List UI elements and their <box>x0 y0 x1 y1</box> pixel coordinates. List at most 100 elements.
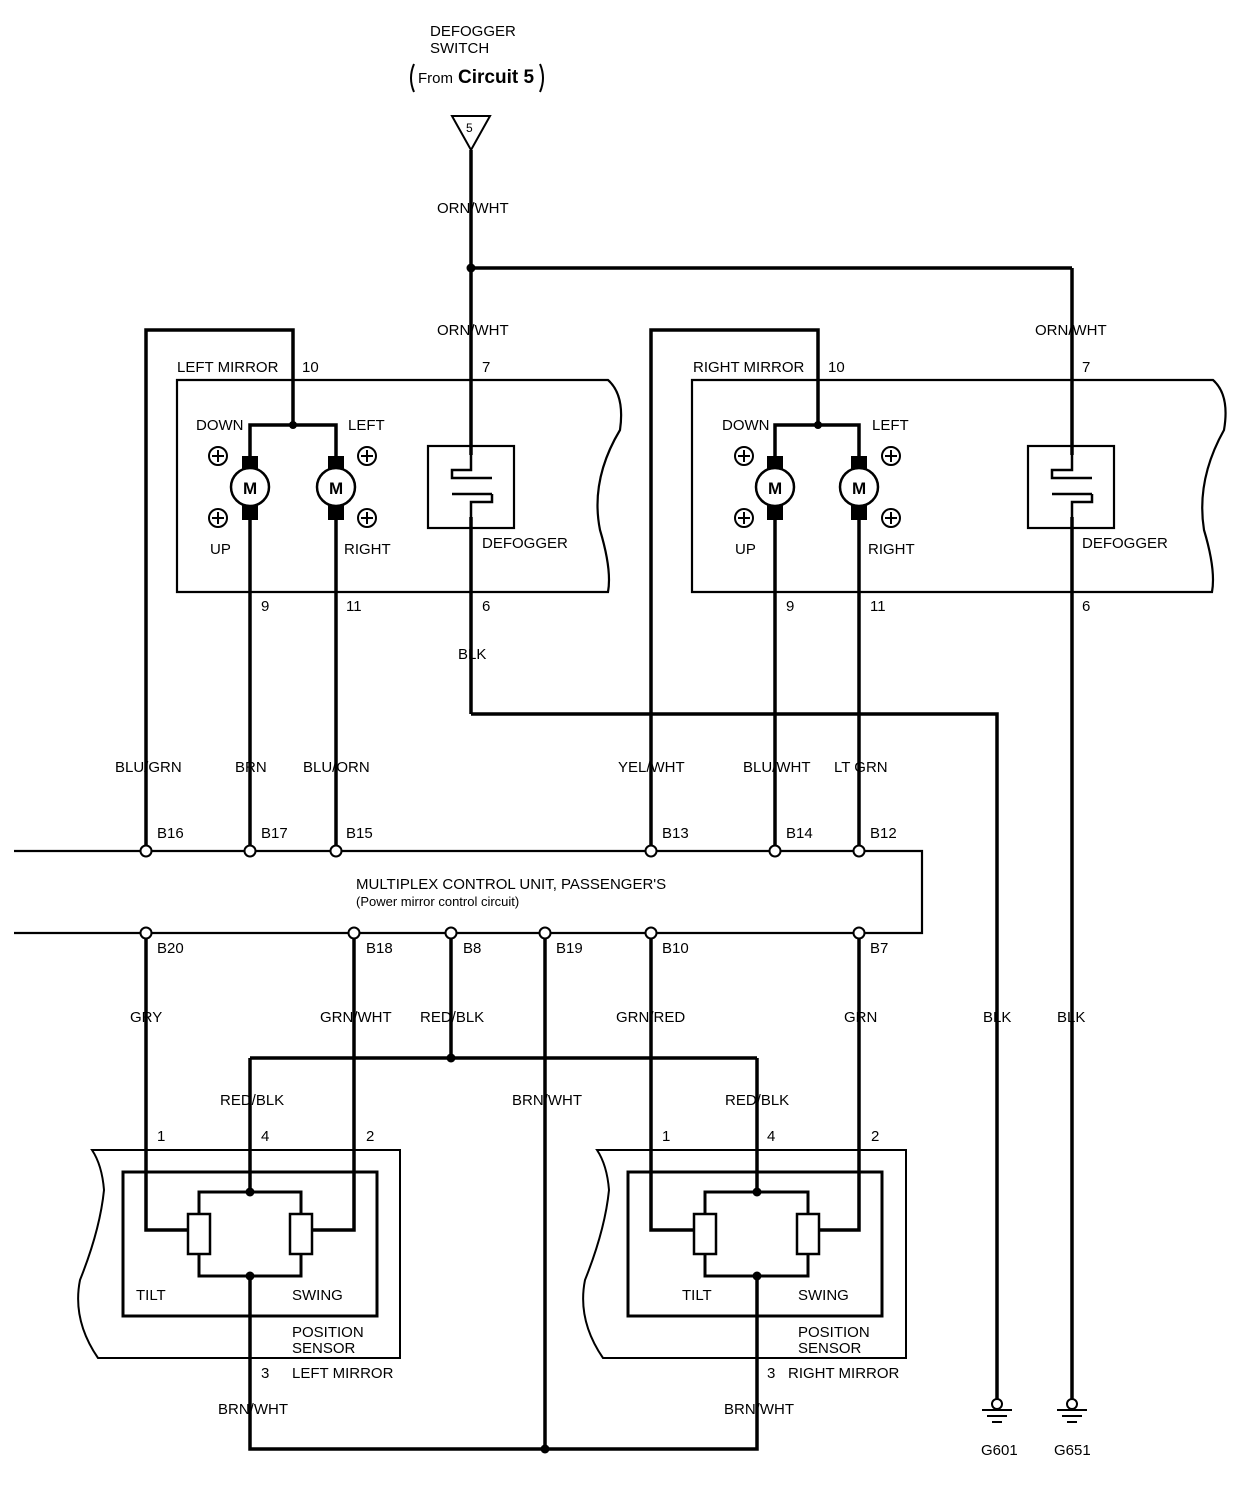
right-position-sensor: 1 4 2 TILT SWING POSITION SENSOR 3 RIGHT… <box>582 1128 907 1382</box>
left-mirror-pin-11: 11 <box>346 598 362 615</box>
wire-label-grn: GRN <box>844 1009 877 1026</box>
terminal-b12: B12 <box>870 825 897 842</box>
right-mirror-housing <box>690 378 1227 594</box>
left-down-label: DOWN <box>196 417 244 434</box>
switch-label-line2: SWITCH <box>430 40 489 57</box>
wire-label-brn-wht-center: BRN/WHT <box>512 1092 582 1109</box>
right-sensor-housing <box>582 1149 907 1359</box>
switch-label-line1: DEFOGGER <box>430 23 516 40</box>
orn-wht-feed: ORN/WHT ORN/WHT ORN/WHT <box>437 150 1107 455</box>
right-plus-down-icon <box>734 446 754 466</box>
left-plus-right-icon <box>357 508 377 528</box>
right-mirror-assembly: RIGHT MIRROR 10 7 M M DOWN UP LEFT RIGHT… <box>649 328 1227 1400</box>
wire-label-red-blk-b8: RED/BLK <box>420 1009 484 1026</box>
ground-g651: G651 <box>1054 1398 1091 1459</box>
terminal-b18: B18 <box>366 940 393 957</box>
bracket-left <box>410 63 415 93</box>
wire-label-lt-grn: LT GRN <box>834 759 888 776</box>
defogger-switch-source: DEFOGGER SWITCH From Circuit 5 5 <box>410 23 544 153</box>
bracket-right <box>539 63 544 93</box>
right-swing-label: SWING <box>798 1287 849 1304</box>
wire-label-brn: BRN <box>235 759 267 776</box>
wire-label-blu-grn: BLU/GRN <box>115 759 182 776</box>
right-sensor-pin-1: 1 <box>662 1128 670 1145</box>
left-right-label: RIGHT <box>344 541 391 558</box>
multiplex-control-unit: MULTIPLEX CONTROL UNIT, PASSENGER'S (Pow… <box>14 825 924 957</box>
wire-label-blu-wht: BLU/WHT <box>743 759 811 776</box>
terminal-b16: B16 <box>157 825 184 842</box>
wire-label-orn-wht-left: ORN/WHT <box>437 322 509 339</box>
wire-label-brn-wht-right: BRN/WHT <box>724 1401 794 1418</box>
left-sensor-housing <box>77 1149 401 1359</box>
left-position-sensor: 1 4 2 TILT SWING POSITION SENSOR 3 LEFT … <box>77 1128 401 1382</box>
left-sensor-label-2: SENSOR <box>292 1340 356 1357</box>
left-sensor-label-1: POSITION <box>292 1324 364 1341</box>
left-tilt-resistor <box>186 1212 212 1256</box>
wire-label-orn-wht-right: ORN/WHT <box>1035 322 1107 339</box>
terminal-b8: B8 <box>463 940 481 957</box>
right-plus-right-icon <box>881 508 901 528</box>
terminal-b13: B13 <box>662 825 689 842</box>
wire-label-gry: GRY <box>130 1009 162 1026</box>
right-sensor-label-1: POSITION <box>798 1324 870 1341</box>
terminal-b20: B20 <box>157 940 184 957</box>
left-plus-left-icon <box>357 446 377 466</box>
terminal-b10: B10 <box>662 940 689 957</box>
right-mirror-pin-11: 11 <box>870 598 886 615</box>
wire-label-grn-wht: GRN/WHT <box>320 1009 392 1026</box>
left-defogger-label: DEFOGGER <box>482 535 568 552</box>
right-swing-resistor <box>795 1212 821 1256</box>
control-unit-outline <box>14 849 924 935</box>
wire-label-red-blk-right: RED/BLK <box>725 1092 789 1109</box>
right-mirror-pin-6: 6 <box>1082 598 1090 615</box>
left-mirror-pin-7: 7 <box>482 359 490 376</box>
right-motor-lr <box>838 466 880 508</box>
right-tilt-label: TILT <box>682 1287 712 1304</box>
left-mirror-pin-6: 6 <box>482 598 490 615</box>
right-mirror-title: RIGHT MIRROR <box>693 359 805 376</box>
left-plus-down-icon <box>208 446 228 466</box>
left-sensor-pin-4: 4 <box>261 1128 269 1145</box>
right-plus-up-icon <box>734 508 754 528</box>
wire-label-blk-g651: BLK <box>1057 1009 1085 1026</box>
right-defogger-label: DEFOGGER <box>1082 535 1168 552</box>
left-left-label: LEFT <box>348 417 385 434</box>
right-tilt-resistor <box>692 1212 718 1256</box>
from-prefix: From <box>418 70 453 87</box>
feed-splice-dot <box>466 263 476 273</box>
left-mirror-assembly: LEFT MIRROR 10 7 M M DOWN UP LEFT RIGHT … <box>144 328 999 1400</box>
left-motor-lr-label: M <box>329 479 343 498</box>
control-unit-subtitle: (Power mirror control circuit) <box>356 894 519 909</box>
right-mirror-pin-10: 10 <box>828 359 845 376</box>
right-sensor-mirror-name: RIGHT MIRROR <box>788 1365 900 1382</box>
right-mirror-pin-9: 9 <box>786 598 794 615</box>
ground-label-g601: G601 <box>981 1442 1018 1459</box>
left-mirror-housing <box>175 378 623 594</box>
connector-triangle <box>450 115 492 153</box>
left-mirror-title: LEFT MIRROR <box>177 359 279 376</box>
right-plus-left-icon <box>881 446 901 466</box>
right-left-label: LEFT <box>872 417 909 434</box>
right-up-label: UP <box>735 541 756 558</box>
lower-wiring: GRY GRN/WHT RED/BLK GRN/RED GRN BLK BLK … <box>130 938 1085 1454</box>
ground-g601: G601 <box>981 1398 1018 1459</box>
left-swing-resistor <box>288 1212 314 1256</box>
wire-label-blk-left-defogger: BLK <box>458 646 486 663</box>
left-mirror-pin-10: 10 <box>302 359 319 376</box>
left-motor-ud <box>229 466 271 508</box>
terminal-b14: B14 <box>786 825 813 842</box>
wire-label-blu-orn: BLU/ORN <box>303 759 370 776</box>
ground-label-g651: G651 <box>1054 1442 1091 1459</box>
connector-number: 5 <box>466 121 473 135</box>
left-swing-label: SWING <box>292 1287 343 1304</box>
wire-label-brn-wht-left: BRN/WHT <box>218 1401 288 1418</box>
right-mirror-pin-7: 7 <box>1082 359 1090 376</box>
right-sensor-inner-box <box>626 1170 884 1318</box>
left-motor-ud-label: M <box>243 479 257 498</box>
wire-label-red-blk-left: RED/BLK <box>220 1092 284 1109</box>
left-sensor-pin-2: 2 <box>366 1128 374 1145</box>
left-tilt-label: TILT <box>136 1287 166 1304</box>
right-sensor-pin-2: 2 <box>871 1128 879 1145</box>
wire-label-blk-g601: BLK <box>983 1009 1011 1026</box>
